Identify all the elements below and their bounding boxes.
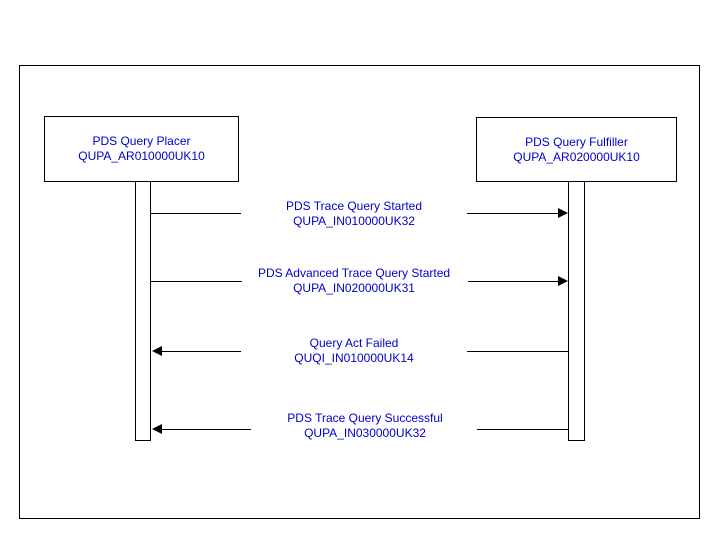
arrowhead-left-icon (152, 424, 162, 434)
message-name: PDS Advanced Trace Query Started (257, 266, 451, 280)
message-label: PDS Trace Query Started QUPA_IN010000UK3… (286, 199, 422, 229)
message-id: QUPA_IN030000UK32 (304, 426, 426, 440)
actor-name: PDS Query Placer (92, 134, 191, 148)
actor-query-placer: PDS Query Placer QUPA_AR010000UK10 (44, 116, 239, 182)
message-line (151, 213, 241, 214)
message-id: QUQI_IN010000UK14 (294, 351, 414, 365)
message-name: PDS Trace Query Started (285, 199, 423, 213)
lifeline-query-placer (135, 181, 151, 441)
actor-id: QUPA_AR020000UK10 (513, 149, 640, 164)
message-label: Query Act Failed QUQI_IN010000UK14 (294, 336, 413, 366)
arrowhead-left-icon (152, 346, 162, 356)
message-line (467, 213, 559, 214)
message-line (151, 281, 242, 282)
arrowhead-right-icon (558, 276, 568, 286)
message-name: Query Act Failed (309, 336, 399, 350)
message-id: QUPA_IN020000UK31 (293, 281, 415, 295)
actor-id: QUPA_AR010000UK10 (78, 149, 205, 163)
arrowhead-right-icon (558, 208, 568, 218)
message-line (468, 281, 559, 282)
actor-name: PDS Query Fulfiller (525, 134, 628, 149)
message-line (467, 351, 568, 352)
message-line (161, 429, 251, 430)
message-line (477, 429, 568, 430)
diagram-frame (19, 65, 700, 519)
lifeline-query-fulfiller (568, 181, 585, 441)
message-line (161, 351, 241, 352)
message-name: PDS Trace Query Successful (287, 411, 443, 425)
message-label: PDS Trace Query Successful QUPA_IN030000… (287, 411, 442, 441)
message-label: PDS Advanced Trace Query Started QUPA_IN… (258, 266, 450, 296)
actor-query-fulfiller: PDS Query Fulfiller QUPA_AR020000UK10 (476, 117, 677, 182)
message-id: QUPA_IN010000UK32 (293, 214, 415, 228)
